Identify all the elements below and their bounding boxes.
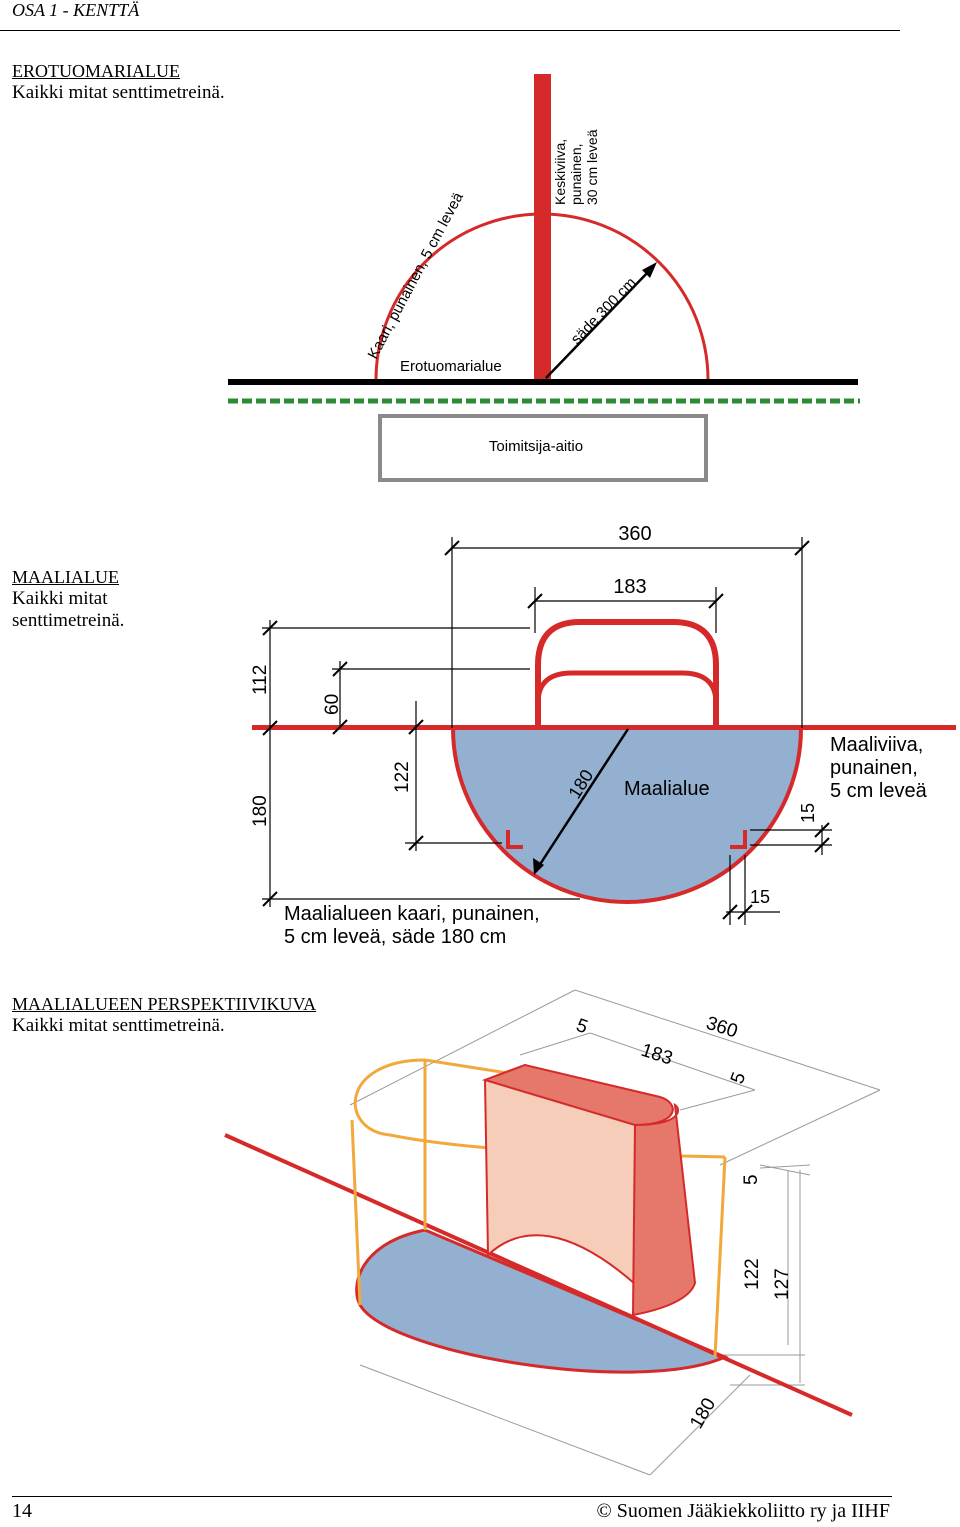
crease-perspective [355,1228,729,1374]
tick [814,822,830,838]
goal-line [252,725,956,730]
radius-label: säde 300 cm [568,274,640,348]
dim-122: 122 [742,1258,763,1290]
dim-112-label: 112 [250,665,271,695]
center-line-label: Keskiviiva, punainen, 30 cm leveä [552,129,600,205]
dim-360-label: 360 [618,523,651,545]
tick [814,837,830,853]
dim-60-label: 60 [322,694,343,715]
dim-15v-label: 15 [798,803,818,823]
net-side [631,1102,697,1317]
tick [794,540,810,556]
tick [408,835,424,851]
referee-crease-diagram: Toimitsija-aitio Erotuomarialue säde 300… [228,74,860,482]
tick [262,891,278,907]
section-referee: EROTUOMARIALUE Kaikki mitat senttimetrei… [12,60,225,104]
perspective-diagram: 5 183 360 5 5 122 127 180 [224,989,881,1476]
goal-crease [450,726,804,904]
guide-lines [349,989,881,1476]
tick [332,661,348,677]
dim-180-label: 180 [250,795,271,827]
page-number: 14 [12,1500,32,1522]
dim-5-top: 5 [573,1015,590,1038]
tick [332,719,348,735]
goal-frame-outer [535,619,719,726]
goal-crease-diagram: 180 Maalialue 360 183 112 60 122 180 15 … [250,523,956,948]
center-line-label-1: Keskiviiva, [552,139,568,205]
dim-15h-label: 15 [750,887,770,907]
radius-arrow [545,269,651,379]
center-line-label-2: punainen, [568,143,584,205]
center-line [534,74,551,382]
section-subtitle: Kaikki mitat senttimetreinä. [12,82,225,103]
dim-5-vert: 5 [741,1174,762,1185]
tick [408,719,424,735]
section-goal-crease: MAALIALUE Kaikki mitat senttimetreinä. [12,566,192,632]
tick [262,620,278,636]
crease-notch-left [506,830,523,849]
radius-arrowhead [533,858,544,875]
dim-183-label: 183 [613,576,646,598]
board-line [228,379,858,385]
goal-line-label-1: Maaliviiva, [830,734,923,756]
dim-180: 180 [686,1395,720,1433]
section-perspective: MAALIALUEEN PERSPEKTIIVIKUVA Kaikki mita… [12,993,316,1037]
scorekeeper-bench [378,414,708,482]
goal-frame-inner [535,670,719,726]
goal-line-label-2: punainen, [830,757,918,779]
arc-label-2: 5 cm leveä, säde 180 cm [284,926,506,948]
dim-360: 360 [703,1013,740,1043]
goal-line [224,1133,853,1417]
section-title: MAALIALUEEN PERSPEKTIIVIKUVA [12,994,317,1014]
tick [708,593,724,609]
bench-label: Toimitsija-aitio [489,438,583,455]
running-header: OSA 1 - KENTTÄ [12,0,140,20]
crease-label: Maalialue [624,778,710,800]
radius-arrow [535,728,630,870]
radius-arrowhead [642,262,657,278]
section-subtitle: Kaikki mitat senttimetreinä. [12,1015,225,1036]
dim-183: 183 [638,1040,675,1070]
arc-label-1: Maalialueen kaari, punainen, [284,903,540,925]
section-subtitle: Kaikki mitat senttimetreinä. [12,588,125,631]
tick [444,540,460,556]
area-label: Erotuomarialue [400,358,502,375]
section-title: MAALIALUE [12,567,119,587]
tick [722,904,738,920]
tick [262,720,278,736]
dim-127: 127 [772,1268,793,1300]
dim-5-side: 5 [727,1070,750,1087]
footer-rule [12,1496,892,1497]
copyright: © Suomen Jääkiekkoliitto ry ja IIHF [596,1500,891,1522]
dim-122-label: 122 [392,761,413,793]
section-title: EROTUOMARIALUE [12,61,180,81]
crease-notch-right [730,830,747,849]
center-line-label-3: 30 cm leveä [584,129,600,205]
tick [737,904,753,920]
goal-line-label-3: 5 cm leveä [830,780,928,802]
header-rule [0,30,900,31]
arc-label: Kaari, punainen, 5 cm leveä [365,189,468,362]
tick [527,593,543,609]
